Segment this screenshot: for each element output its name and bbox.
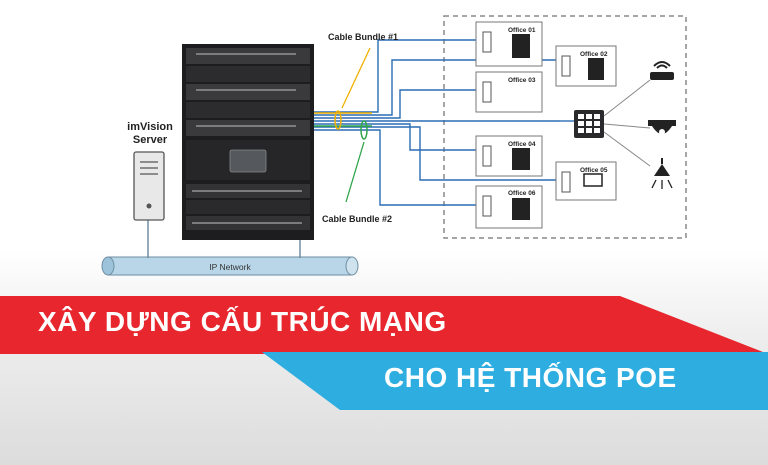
server-title-line2: Server	[133, 134, 168, 146]
banner-title-line2: CHO HỆ THỐNG POE	[384, 362, 677, 393]
bundle2-label: Cable Bundle #2	[322, 214, 392, 224]
banner-title-line1: XÂY DỰNG CẤU TRÚC MẠNG	[38, 306, 447, 337]
bundle1-tie	[334, 110, 342, 130]
office-04: Office 04	[475, 135, 543, 177]
wifi-access-point-icon	[650, 61, 674, 80]
ip-network-label: IP Network	[209, 262, 251, 272]
camera-icon	[648, 120, 676, 135]
office-03-label: Office 03	[508, 77, 536, 84]
link-wifi	[603, 79, 651, 117]
bundle2-pointer	[345, 141, 365, 203]
office-04-label: Office 04	[508, 141, 536, 148]
network-rack	[182, 44, 314, 240]
network-diagram: IP Network imVision Server	[101, 15, 687, 276]
banner-red-stripe	[0, 296, 768, 354]
banner-blue-stripe	[262, 352, 768, 410]
office-06: Office 06	[475, 185, 543, 229]
office-01: Office 01	[475, 21, 543, 67]
office-02-label: Office 02	[580, 51, 608, 58]
office-area-outline	[443, 15, 687, 239]
server-title-line1: imVision	[127, 121, 173, 133]
bundle1-pointer	[341, 47, 371, 109]
bundle2-tie	[360, 120, 368, 140]
link-camera	[603, 123, 651, 129]
light-icon	[651, 158, 673, 189]
office-05-label: Office 05	[580, 167, 608, 174]
link-light	[603, 131, 651, 167]
bundle1-label: Cable Bundle #1	[328, 32, 398, 42]
poe-switch-icon	[574, 110, 604, 138]
office-02: Office 02	[555, 45, 617, 87]
server-tower-icon	[133, 151, 165, 221]
ip-network-pipe: IP Network	[101, 256, 359, 276]
office-01-label: Office 01	[508, 27, 536, 34]
office-06-label: Office 06	[508, 190, 536, 197]
office-03: Office 03	[475, 71, 543, 113]
office-05: Office 05	[555, 161, 617, 201]
